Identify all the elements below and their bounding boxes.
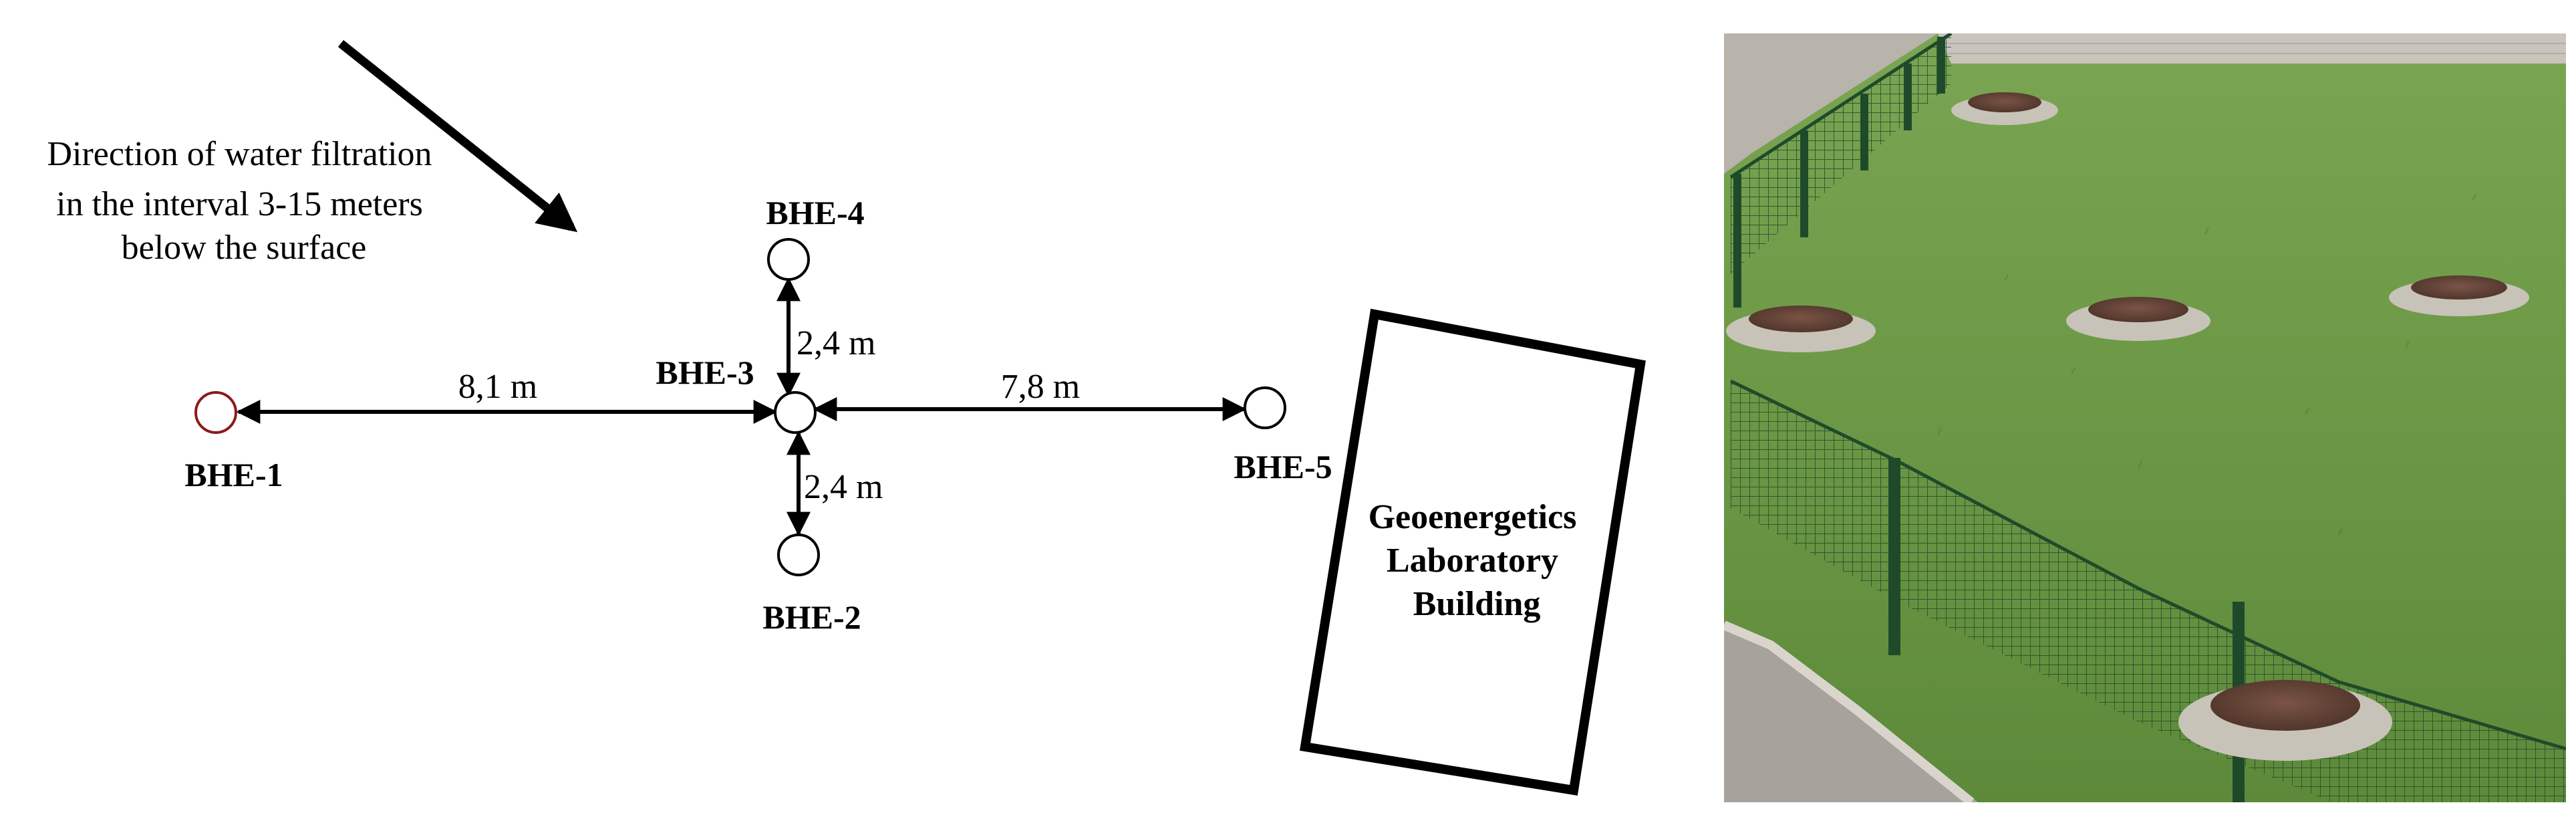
laboratory-building bbox=[1299, 308, 1646, 796]
flow-direction-arrow bbox=[337, 39, 578, 233]
photo-manhole-3 bbox=[2066, 297, 2210, 341]
photo-manhole-2 bbox=[1726, 306, 1876, 352]
flow-direction-note: Direction of water filtration in the int… bbox=[47, 135, 440, 267]
photo-fence-bottom-rail bbox=[1729, 379, 2566, 751]
distance-label-bhe1-bhe3: 8,1 m bbox=[458, 368, 537, 406]
borehole-label-bhe2: BHE-2 bbox=[762, 598, 861, 636]
photo-wall-bricks bbox=[1938, 43, 2566, 54]
photo-pavement-top bbox=[1724, 33, 1938, 174]
borehole-bhe5 bbox=[1244, 386, 1286, 429]
borehole-label-bhe5: BHE-5 bbox=[1234, 448, 1332, 485]
photo-fence-left-rail bbox=[1729, 33, 1953, 179]
borehole-diagram: Direction of water filtration in the int… bbox=[47, 39, 1646, 796]
borehole-label-bhe3: BHE-3 bbox=[656, 354, 754, 391]
photo-manhole-1 bbox=[1951, 92, 2058, 125]
borehole-bhe4 bbox=[767, 238, 810, 281]
borehole-bhe3 bbox=[774, 391, 817, 434]
flow-note-line-2: in the interval 3-15 meters bbox=[56, 185, 423, 223]
borehole-bhe1 bbox=[194, 391, 237, 434]
photo-fence-left-posts bbox=[1733, 37, 1945, 308]
borehole-bhe2 bbox=[777, 534, 820, 576]
photo-manhole-4 bbox=[2389, 275, 2529, 316]
flow-note-line-3: below the surface bbox=[122, 229, 367, 267]
photo-back-wall bbox=[1938, 33, 2566, 64]
site-photo bbox=[1724, 33, 2566, 802]
borehole-label-bhe4: BHE-4 bbox=[766, 194, 864, 231]
flow-note-line-1: Direction of water filtration bbox=[47, 135, 432, 173]
building-label: Geoenergetics Laboratory Building bbox=[1369, 498, 1586, 623]
photo-manhole-5 bbox=[2178, 680, 2392, 761]
distance-label-bhe3-bhe5: 7,8 m bbox=[1001, 368, 1080, 406]
distance-label-bhe3-bhe4: 2,4 m bbox=[797, 324, 875, 362]
borehole-label-bhe1: BHE-1 bbox=[184, 456, 283, 493]
building-label-line-3: Building bbox=[1413, 585, 1541, 623]
photo-fence-left bbox=[1731, 33, 1951, 274]
distance-label-bhe3-bhe2: 2,4 m bbox=[804, 468, 883, 506]
photo-curb bbox=[1724, 620, 1975, 802]
building-label-line-2: Laboratory bbox=[1387, 542, 1558, 580]
building-label-line-1: Geoenergetics bbox=[1369, 498, 1577, 536]
